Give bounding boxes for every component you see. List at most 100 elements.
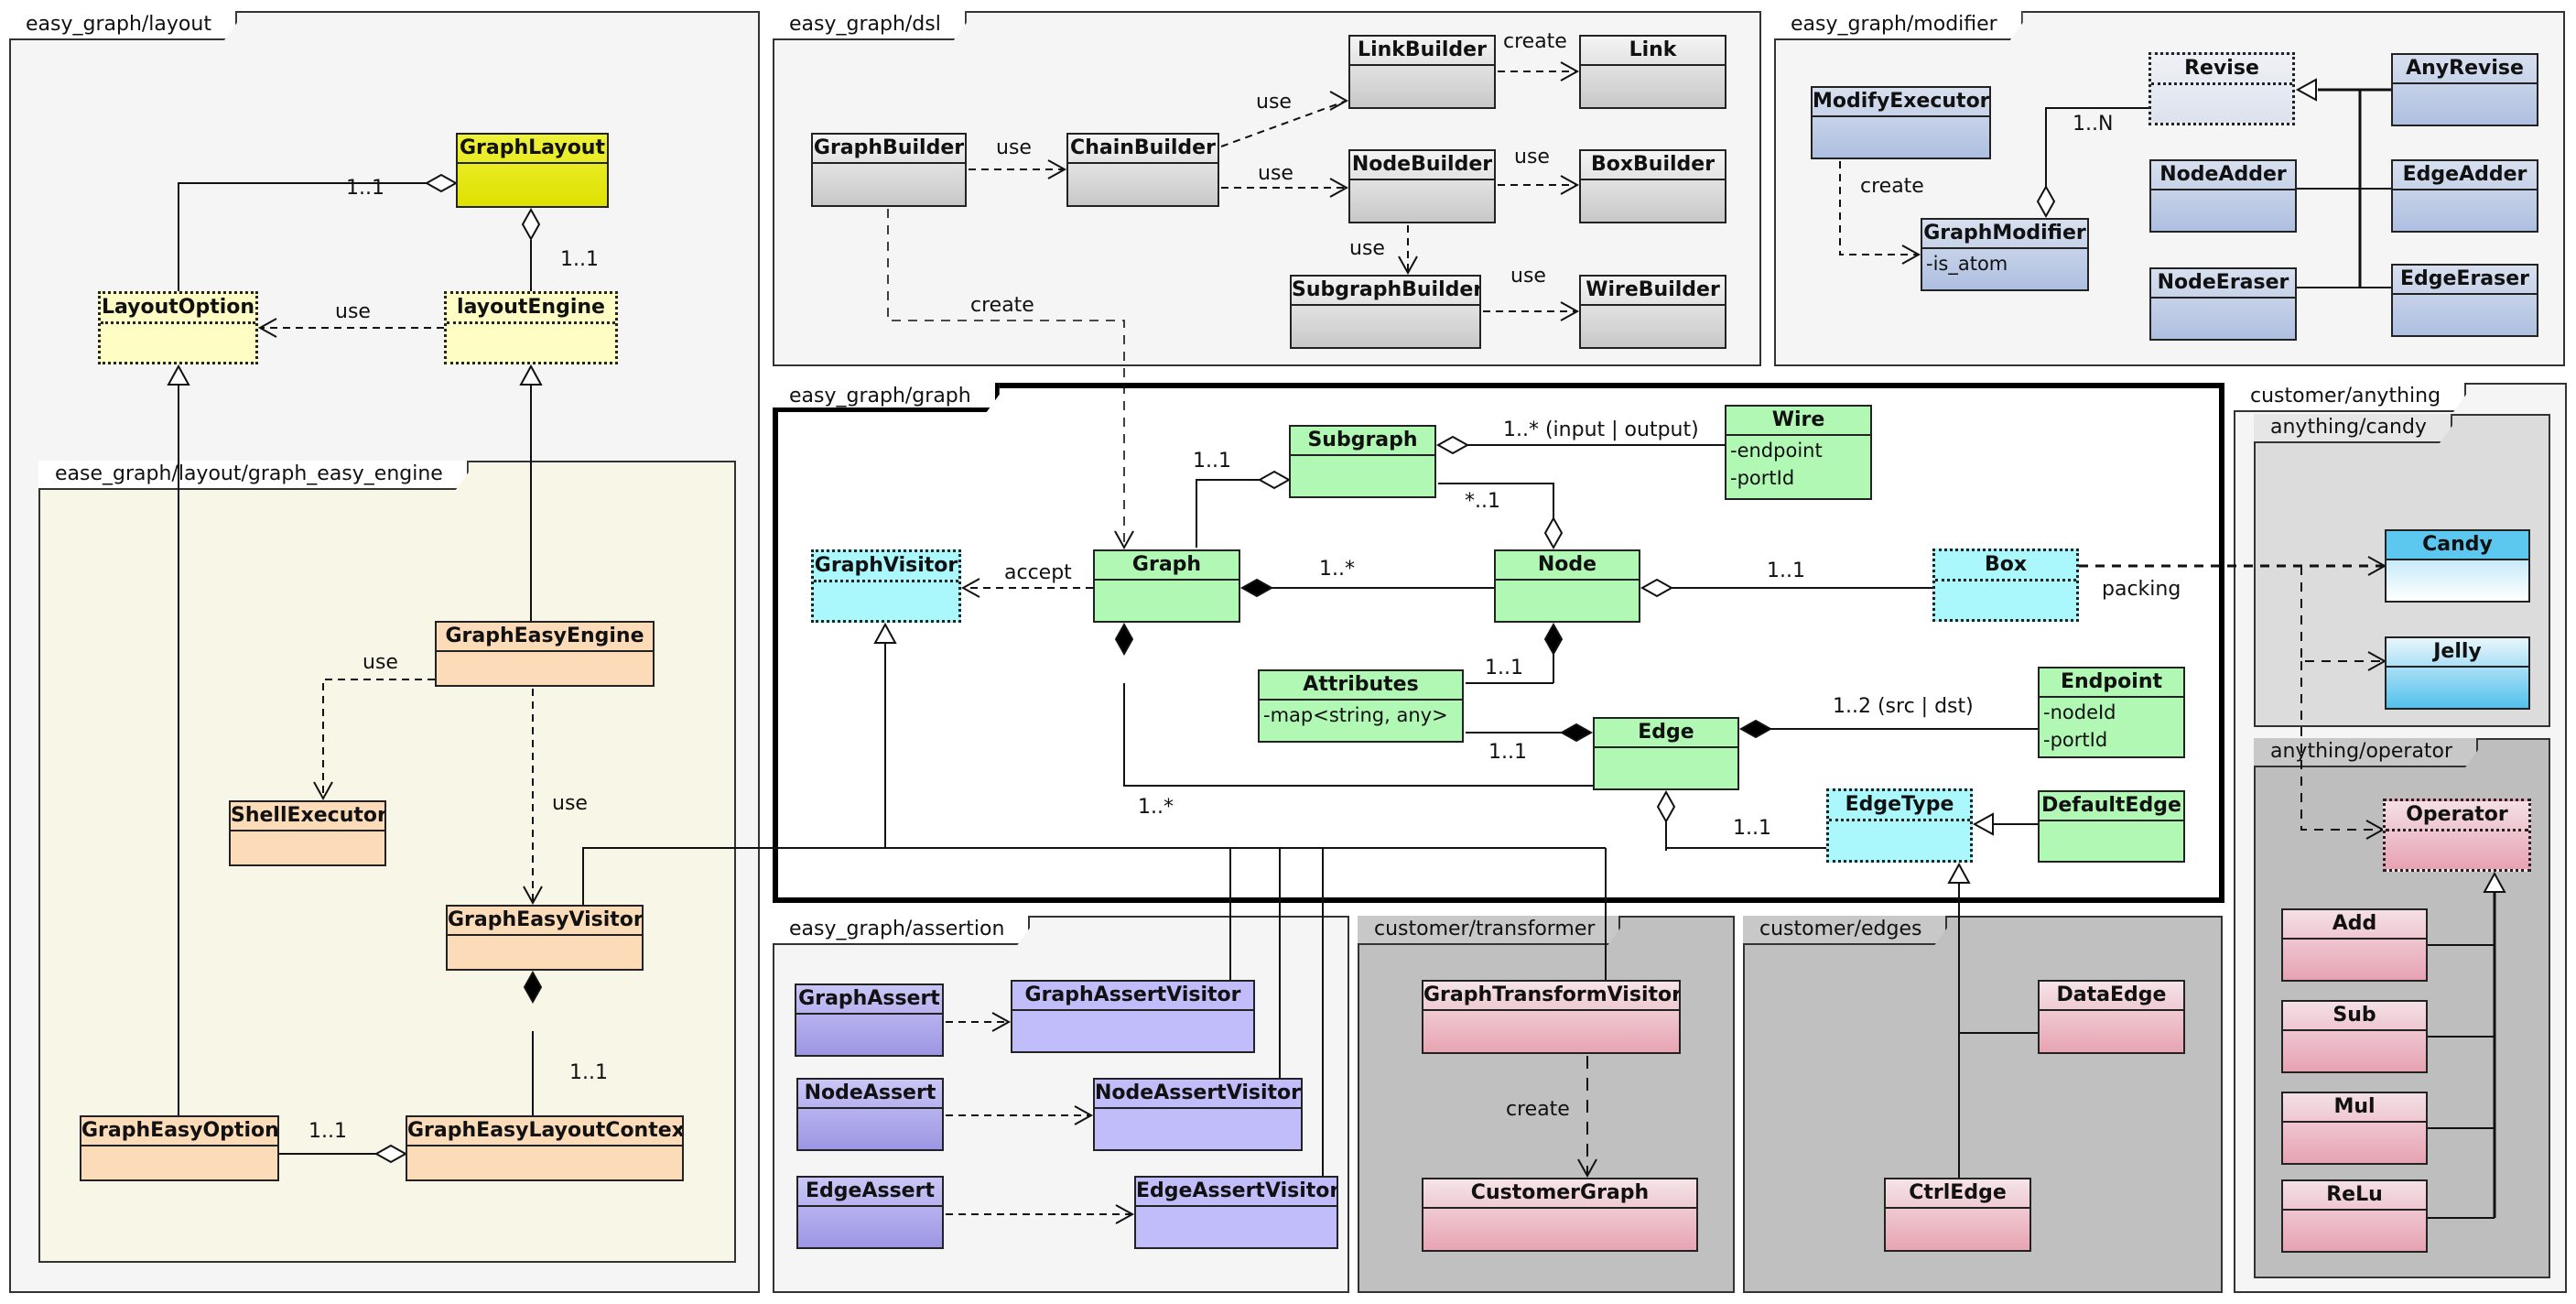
class-name: GraphModifier (1922, 220, 2087, 249)
multiplicity-label: 1..1 (1767, 560, 1805, 582)
class-shell-executor[interactable]: ShellExecutor (229, 800, 386, 866)
class-operator[interactable]: Operator (2383, 799, 2531, 872)
class-name: NodeBuilder (1350, 151, 1494, 180)
package-tab: easy_graph/layout (9, 11, 237, 40)
class-name: Candy (2387, 531, 2528, 560)
dependency-label: use (1258, 162, 1293, 185)
class-name: GraphVisitor (814, 552, 958, 582)
class-wire[interactable]: Wire-endpoint-portId (1725, 405, 1872, 500)
dependency-label: create (1860, 175, 1924, 198)
class-edge-adder[interactable]: EdgeAdder (2391, 159, 2538, 233)
class-revise[interactable]: Revise (2148, 52, 2295, 125)
class-name: Revise (2151, 55, 2292, 85)
class-relu[interactable]: ReLu (2281, 1179, 2428, 1253)
class-link-builder[interactable]: LinkBuilder (1348, 35, 1496, 109)
class-name: GraphAssertVisitor (1012, 982, 1253, 1011)
class-customer-graph[interactable]: CustomerGraph (1422, 1178, 1698, 1252)
class-graph-assert[interactable]: GraphAssert (795, 983, 944, 1057)
class-endpoint[interactable]: Endpoint-nodeId-portId (2038, 667, 2185, 758)
class-name: GraphEasyOption (81, 1117, 277, 1146)
class-edge-type[interactable]: EdgeType (1826, 788, 1973, 863)
attr-map: -map<string, any> (1263, 704, 1448, 726)
class-name: GraphBuilder (813, 135, 965, 164)
package-tab: easy_graph/dsl (773, 11, 967, 40)
package-tab: easy_graph/graph (773, 383, 1000, 412)
class-node[interactable]: Node (1494, 549, 1640, 623)
class-node-assert-visitor[interactable]: NodeAssertVisitor (1093, 1078, 1303, 1151)
class-add[interactable]: Add (2281, 908, 2428, 982)
dependency-label: use (1349, 237, 1385, 260)
class-data-edge[interactable]: DataEdge (2038, 980, 2185, 1054)
class-layout-option[interactable]: LayoutOption (98, 291, 258, 364)
dependency-label: accept (1004, 561, 1072, 584)
class-ctrl-edge[interactable]: CtrlEdge (1884, 1178, 2031, 1252)
class-name: DataEdge (2040, 982, 2183, 1011)
class-box-builder[interactable]: BoxBuilder (1579, 149, 1726, 223)
class-name: LinkBuilder (1350, 37, 1494, 66)
class-graph-transform-visitor[interactable]: GraphTransformVisitor (1422, 980, 1681, 1054)
package-tab: anything/candy (2254, 414, 2452, 443)
class-link[interactable]: Link (1579, 35, 1726, 109)
class-default-edge[interactable]: DefaultEdge (2038, 790, 2185, 863)
class-graph-easy-engine[interactable]: GraphEasyEngine (435, 621, 655, 687)
class-subgraph[interactable]: Subgraph (1289, 425, 1436, 498)
class-name: DefaultEdge (2040, 792, 2183, 821)
package-tab: easy_graph/assertion (773, 916, 1030, 945)
class-node-adder[interactable]: NodeAdder (2149, 159, 2297, 233)
class-graph-layout[interactable]: GraphLayout (456, 133, 609, 208)
class-attributes[interactable]: Attributes-map<string, any> (1258, 669, 1464, 743)
multiplicity-label: 1..1 (1733, 817, 1771, 840)
class-name: NodeAssert (798, 1080, 942, 1109)
multiplicity-label: 1..* (input | output) (1503, 418, 1699, 441)
class-name: AnyRevise (2393, 55, 2537, 84)
dependency-label: use (552, 792, 588, 815)
class-node-builder[interactable]: NodeBuilder (1348, 149, 1496, 223)
package-title: easy_graph/graph (789, 385, 971, 408)
class-edge-assert[interactable]: EdgeAssert (796, 1176, 944, 1249)
class-box[interactable]: Box (1932, 549, 2079, 622)
class-name: Endpoint (2040, 668, 2183, 698)
class-sub[interactable]: Sub (2281, 1000, 2428, 1073)
class-graph-easy-visitor[interactable]: GraphEasyVisitor (446, 905, 644, 971)
class-name: EdgeType (1829, 791, 1970, 821)
class-name: NodeAssertVisitor (1095, 1080, 1301, 1109)
class-any-revise[interactable]: AnyRevise (2391, 53, 2538, 126)
class-graph-easy-option[interactable]: GraphEasyOption (80, 1115, 279, 1181)
class-name: ChainBuilder (1068, 135, 1218, 164)
package-title: customer/edges (1759, 918, 1922, 940)
class-name: Sub (2283, 1002, 2426, 1031)
class-layout-engine[interactable]: layoutEngine (444, 291, 618, 364)
package-title: easy_graph/modifier (1791, 13, 1997, 36)
class-jelly[interactable]: Jelly (2385, 636, 2530, 710)
class-edge-assert-visitor[interactable]: EdgeAssertVisitor (1134, 1176, 1338, 1249)
class-node-assert[interactable]: NodeAssert (796, 1078, 944, 1151)
package-title: customer/anything (2250, 385, 2441, 408)
class-graph[interactable]: Graph (1093, 549, 1240, 623)
class-name: Box (1935, 551, 2076, 581)
class-chain-builder[interactable]: ChainBuilder (1066, 133, 1219, 207)
class-name: LayoutOption (101, 294, 255, 324)
class-name: CtrlEdge (1886, 1179, 2029, 1209)
class-node-eraser[interactable]: NodeEraser (2149, 267, 2297, 341)
class-name: ModifyExecutor (1813, 88, 1989, 117)
class-edge-eraser[interactable]: EdgeEraser (2391, 264, 2538, 337)
package-tab: customer/edges (1743, 916, 1947, 945)
package-tab: customer/anything (2234, 383, 2466, 412)
class-wire-builder[interactable]: WireBuilder (1579, 275, 1726, 349)
class-edge[interactable]: Edge (1593, 717, 1739, 790)
multiplicity-label: 1..1 (1485, 657, 1523, 679)
dependency-label: use (1514, 146, 1550, 168)
class-graph-builder[interactable]: GraphBuilder (811, 133, 967, 207)
class-candy[interactable]: Candy (2385, 529, 2530, 603)
class-graph-assert-visitor[interactable]: GraphAssertVisitor (1011, 980, 1255, 1053)
class-name: CustomerGraph (1423, 1179, 1696, 1209)
class-mul[interactable]: Mul (2281, 1092, 2428, 1165)
class-modify-executor[interactable]: ModifyExecutor (1811, 86, 1991, 159)
class-name: BoxBuilder (1581, 151, 1725, 180)
class-graph-modifier[interactable]: GraphModifier-is_atom (1921, 218, 2089, 291)
class-graph-easy-layout-context[interactable]: GraphEasyLayoutContext (406, 1115, 684, 1181)
package-title: customer/transformer (1374, 918, 1596, 940)
class-subgraph-builder[interactable]: SubgraphBuilder (1290, 275, 1481, 349)
class-graph-visitor[interactable]: GraphVisitor (811, 549, 961, 623)
package-title: anything/candy (2270, 416, 2427, 439)
